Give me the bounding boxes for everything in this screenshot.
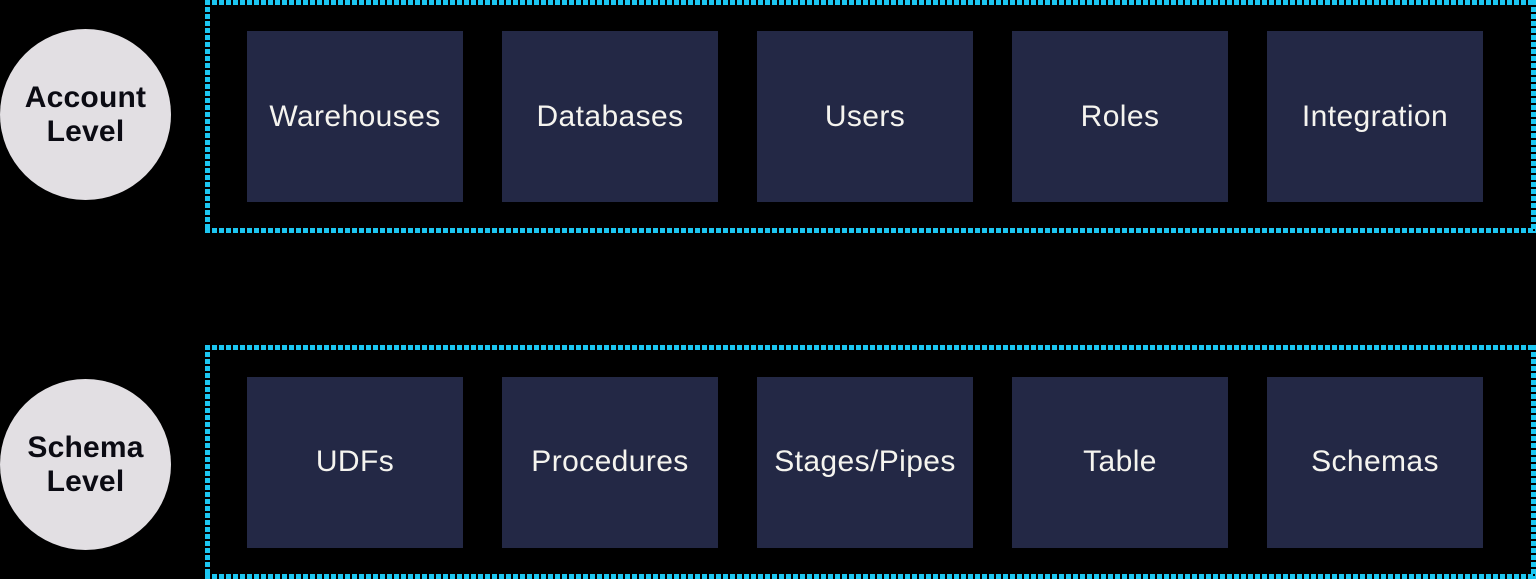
- box-databases: Databases: [502, 31, 718, 202]
- box-users-label: Users: [824, 99, 906, 133]
- schema-level-circle: Schema Level: [0, 379, 171, 550]
- schema-level-label-line2: Level: [46, 464, 125, 498]
- box-stages-pipes: Stages/Pipes: [757, 376, 973, 548]
- box-procedures: Procedures: [502, 376, 718, 548]
- schema-level-label-line1: Schema: [27, 430, 144, 464]
- box-udfs-label: UDFs: [315, 445, 395, 478]
- box-warehouses-label: Warehouses: [269, 99, 441, 133]
- account-level-label-line1: Account: [24, 80, 147, 114]
- box-warehouses: Warehouses: [247, 31, 463, 202]
- box-integration: Integration: [1267, 31, 1483, 202]
- account-level-group: Warehouses Databases Users Roles Integra…: [205, 0, 1536, 233]
- box-schemas: Schemas: [1267, 376, 1483, 548]
- box-databases-label: Databases: [536, 99, 684, 133]
- box-schemas-label: Schemas: [1311, 445, 1439, 478]
- box-users: Users: [757, 31, 973, 202]
- box-udfs: UDFs: [247, 376, 463, 548]
- box-stages-pipes-label: Stages/Pipes: [774, 445, 956, 478]
- account-level-circle: Account Level: [0, 29, 171, 200]
- box-table: Table: [1012, 376, 1228, 548]
- box-roles-label: Roles: [1080, 99, 1160, 133]
- box-integration-label: Integration: [1301, 99, 1449, 133]
- schema-level-group: UDFs Procedures Stages/Pipes Table Schem…: [205, 345, 1536, 579]
- account-level-label-line2: Level: [46, 114, 125, 148]
- box-table-label: Table: [1083, 445, 1157, 478]
- box-procedures-label: Procedures: [531, 445, 689, 478]
- box-roles: Roles: [1012, 31, 1228, 202]
